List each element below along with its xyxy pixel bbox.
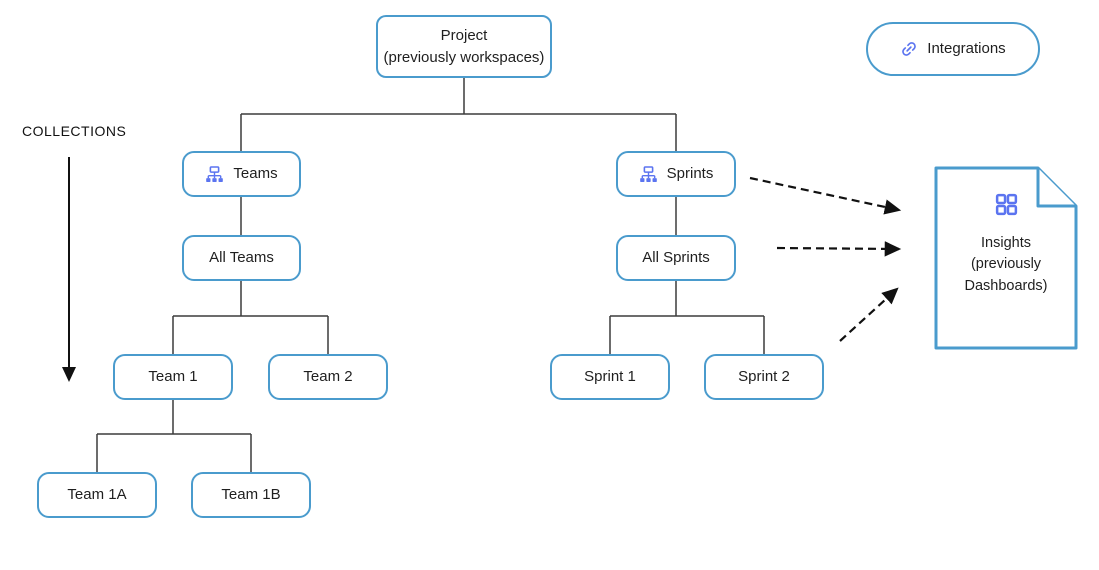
edge-team1-children — [96, 400, 252, 472]
insights-subtitle-2: Dashboards) — [964, 277, 1048, 294]
sitemap-icon — [639, 165, 658, 184]
link-icon — [900, 40, 918, 58]
node-team1: Team 1 — [113, 354, 233, 400]
integrations-label: Integrations — [927, 40, 1006, 58]
arrow-allsprints-insights — [776, 241, 902, 257]
edge-project-children — [240, 78, 677, 151]
team1b-label: Team 1B — [221, 486, 281, 504]
node-insights: Insights (previously Dashboards) — [936, 192, 1076, 296]
node-sprints: Sprints — [616, 151, 736, 197]
sitemap-icon — [205, 165, 224, 184]
sprint2-label: Sprint 2 — [738, 368, 790, 386]
insights-document-shape — [934, 166, 1078, 350]
team1a-label: Team 1A — [67, 486, 127, 504]
sprints-label: Sprints — [666, 165, 714, 183]
node-sprint2: Sprint 2 — [704, 354, 824, 400]
insights-title: Insights — [981, 234, 1031, 251]
project-subtitle: (previously workspaces) — [383, 48, 545, 66]
node-teams: Teams — [182, 151, 301, 197]
edge-allsprints-children — [609, 281, 765, 354]
collections-label: COLLECTIONS — [22, 123, 127, 139]
node-team2: Team 2 — [268, 354, 388, 400]
node-team1a: Team 1A — [37, 472, 157, 518]
edge-allteams-children — [172, 281, 329, 354]
node-integrations: Integrations — [866, 22, 1040, 76]
all-sprints-label: All Sprints — [642, 249, 710, 267]
sprint1-label: Sprint 1 — [584, 368, 636, 386]
insights-document-fold — [1036, 168, 1076, 208]
arrow-sprints-insights — [749, 176, 902, 215]
node-team1b: Team 1B — [191, 472, 311, 518]
insights-subtitle-1: (previously — [970, 256, 1042, 273]
node-all-sprints: All Sprints — [616, 235, 736, 281]
project-title: Project — [440, 27, 488, 44]
node-sprint1: Sprint 1 — [550, 354, 670, 400]
node-project: Project (previously workspaces) — [376, 15, 552, 78]
team1-label: Team 1 — [148, 368, 198, 386]
node-all-teams: All Teams — [182, 235, 301, 281]
arrow-sprint2-insights — [839, 287, 899, 342]
all-teams-label: All Teams — [209, 249, 274, 267]
team2-label: Team 2 — [303, 368, 353, 386]
teams-label: Teams — [233, 165, 278, 183]
dashboard-grid-icon — [994, 192, 1019, 224]
